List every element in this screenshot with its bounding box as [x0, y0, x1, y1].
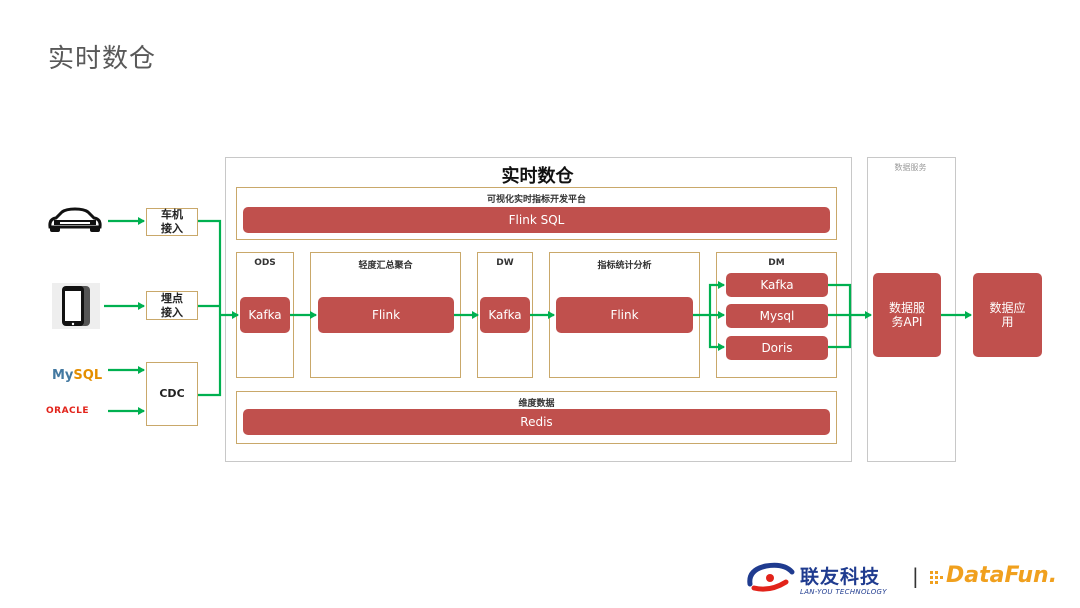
data-application-block: 数据应 用	[973, 273, 1042, 357]
dw-kafka-block: Kafka	[480, 297, 530, 333]
oracle-logo: ORACLE	[46, 406, 90, 416]
platform-label: 可视化实时指标开发平台	[486, 195, 586, 205]
mysql-logo-my: My	[52, 368, 74, 383]
flink-sql-bar: Flink SQL	[243, 207, 830, 233]
brand-separator: |	[912, 564, 919, 588]
page-title: 实时数仓	[48, 44, 157, 74]
dm-doris-block: Doris	[726, 336, 828, 360]
datafun-dots-icon	[930, 570, 944, 584]
dimension-label: 维度数据	[518, 399, 555, 409]
data-service-api-block: 数据服 务API	[873, 273, 941, 357]
service-panel-title: 数据服务	[894, 163, 927, 172]
light-agg-flink-block: Flink	[318, 297, 454, 333]
light-agg-label: 轻度汇总聚合	[358, 261, 413, 271]
tracking-access-box: 埋点 接入	[146, 291, 198, 320]
dm-kafka-block: Kafka	[726, 273, 828, 297]
company-name-en: LAN-YOU TECHNOLOGY	[800, 588, 887, 596]
metric-flink-block: Flink	[556, 297, 693, 333]
lanyou-logo-icon	[744, 558, 798, 598]
cdc-box: CDC	[146, 362, 198, 426]
car-icon	[46, 207, 104, 235]
mysql-logo: MySQL	[52, 368, 102, 383]
mysql-logo-sql: SQL	[73, 368, 103, 383]
dm-label: DM	[768, 258, 785, 268]
metric-label: 指标统计分析	[597, 261, 652, 271]
warehouse-title: 实时数仓	[501, 166, 574, 187]
partner-logo: DataFun.	[946, 563, 1058, 588]
dw-label: DW	[496, 258, 514, 268]
company-name-cn: 联友科技	[800, 566, 881, 588]
ods-label: ODS	[254, 258, 276, 268]
car-access-box: 车机 接入	[146, 208, 198, 236]
ods-kafka-block: Kafka	[240, 297, 290, 333]
phone-icon	[52, 283, 100, 329]
dm-mysql-block: Mysql	[726, 304, 828, 328]
redis-bar: Redis	[243, 409, 830, 435]
